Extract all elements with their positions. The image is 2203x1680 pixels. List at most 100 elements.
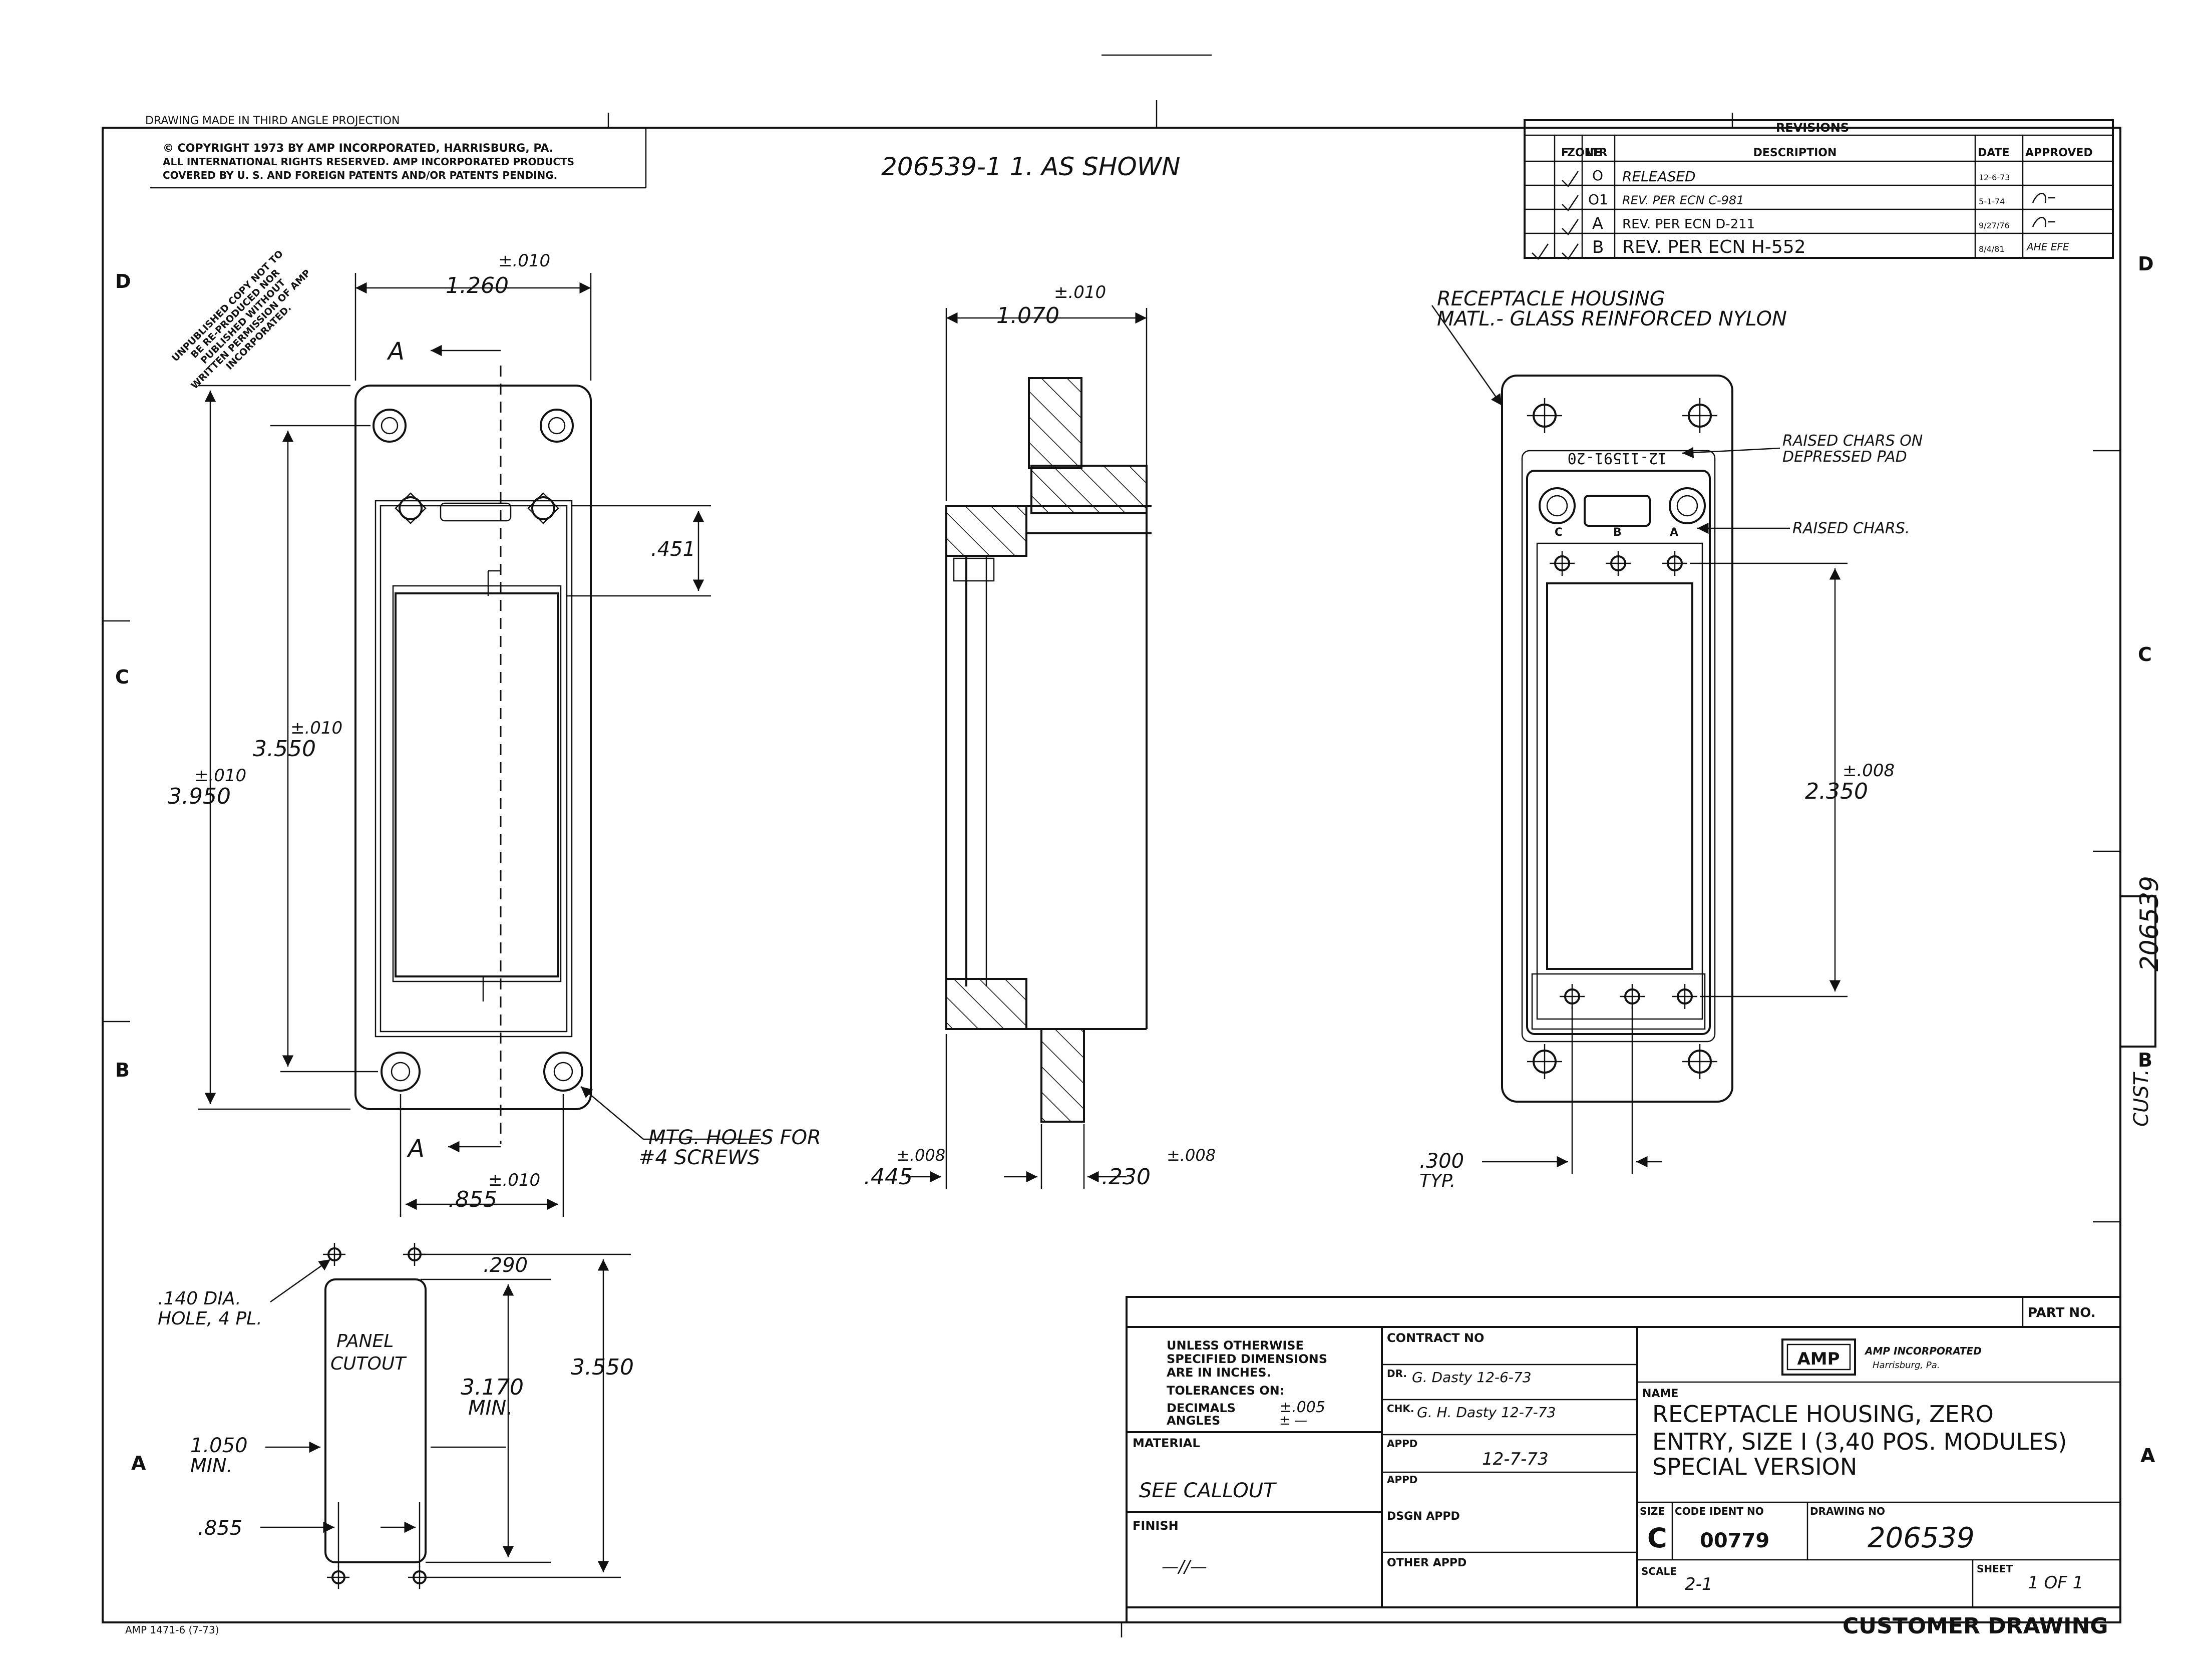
dim-451: .451 xyxy=(651,538,695,561)
title-name-line-3: SPECIAL VERSION xyxy=(1652,1453,1857,1480)
unpublished-stamp: UNPUBLISHED COPY NOT TO BE RE-PRODUCED N… xyxy=(170,248,313,392)
drawing-no-value: 206539 xyxy=(1868,1522,1975,1554)
approval-initials xyxy=(2032,217,2055,227)
dim-typ-value: .300 xyxy=(1419,1150,1464,1173)
dim-width: 1.260 xyxy=(446,273,509,298)
cutout-hole xyxy=(408,1566,431,1589)
cutout-hole xyxy=(327,1566,349,1589)
position-label-c: C xyxy=(1555,526,1563,539)
sheet-border xyxy=(102,54,2121,1637)
hole-note-2: HOLE, 4 PL. xyxy=(158,1308,262,1329)
hole-note-1: .140 DIA. xyxy=(158,1288,241,1309)
mounting-hole xyxy=(1527,398,1562,433)
sheet-value: 1 OF 1 xyxy=(2028,1573,2083,1593)
projection-note: DRAWING MADE IN THIRD ANGLE PROJECTION xyxy=(145,115,400,127)
dim-height-holes: 3.550 xyxy=(253,736,316,762)
receptacle-view: 12-11591-20 C B A RECEPTACLE HOUSING MAT… xyxy=(1419,287,1923,1191)
dim-height: 2.350 xyxy=(1805,779,1868,804)
zone-letters-right: D C B A xyxy=(2138,253,2155,1467)
zone-letter: A xyxy=(2140,1445,2155,1467)
dim-3550: 3.550 xyxy=(571,1355,634,1380)
contact-position xyxy=(1662,551,1687,576)
housing-title: RECEPTACLE HOUSING xyxy=(1437,287,1665,310)
dsgn-appd-label: DSGN APPD xyxy=(1387,1510,1460,1523)
housing-material: MATL.- GLASS REINFORCED NYLON xyxy=(1437,307,1787,330)
position-label-b: B xyxy=(1613,526,1622,539)
mounting-hole xyxy=(381,1052,421,1092)
contract-label: CONTRACT NO xyxy=(1387,1331,1484,1345)
title-name-line-1: RECEPTACLE HOUSING, ZERO xyxy=(1652,1401,1994,1428)
mtg-holes-note-1: MTG. HOLES FOR xyxy=(648,1126,821,1149)
rev-description: REV. PER ECN C-981 xyxy=(1622,193,1744,207)
zone-letter: B xyxy=(115,1059,130,1081)
form-number: AMP 1471-6 (7-73) xyxy=(125,1624,219,1636)
mounting-hole xyxy=(395,492,427,524)
rev-col-zone: ZONE xyxy=(1567,147,1601,159)
code-ident-value: 00779 xyxy=(1700,1529,1769,1552)
rev-row: O RELEASED 12-6-73 xyxy=(1592,167,2010,185)
section-mark-bottom: A xyxy=(407,1135,425,1163)
size-value: C xyxy=(1647,1522,1667,1554)
material-label: MATERIAL xyxy=(1133,1436,1200,1450)
section-mark-top: A xyxy=(387,338,405,366)
zone-letter: D xyxy=(115,270,131,292)
finish-value: —//— xyxy=(1162,1557,1207,1577)
rev-col-f: F xyxy=(1561,147,1569,159)
mounting-hole xyxy=(527,492,559,524)
size-label: SIZE xyxy=(1640,1505,1665,1517)
side-dim-top-tol: ±.010 xyxy=(1054,282,1106,302)
revisions-title: REVISIONS xyxy=(1776,121,1849,135)
mounting-hole xyxy=(373,409,407,443)
zone-letter: B xyxy=(2138,1049,2152,1071)
rev-description: REV. PER ECN D-211 xyxy=(1622,217,1755,232)
rev-date: 12-6-73 xyxy=(1979,173,2010,182)
rev-date: 9/27/76 xyxy=(1979,221,2010,230)
name-label: NAME xyxy=(1642,1388,1678,1400)
drawing-no-label: DRAWING NO xyxy=(1810,1505,1885,1517)
cutout-label-1: PANEL xyxy=(336,1331,394,1352)
zone-letter: D xyxy=(2138,253,2154,275)
angles-label: ANGLES xyxy=(1167,1414,1220,1428)
tolerance-line-2: SPECIFIED DIMENSIONS xyxy=(1167,1352,1327,1366)
revisions-table: REVISIONS F ZONE LTR DESCRIPTION DATE AP… xyxy=(1524,119,2114,260)
side-dim-top: 1.070 xyxy=(996,303,1059,328)
chk-signature: G. H. Dasty 12-7-73 xyxy=(1417,1404,1556,1421)
side-section-view: ±.010 1.070 ±.008 .445 ±.008 .230 xyxy=(864,282,1216,1190)
sheet-label: SHEET xyxy=(1977,1563,2013,1575)
rev-date: 5-1-74 xyxy=(1979,197,2005,206)
decimals-label: DECIMALS xyxy=(1167,1401,1236,1415)
dim-3170-label: MIN. xyxy=(468,1397,513,1420)
rev-col-approved: APPROVED xyxy=(2025,147,2093,159)
dim-height-outer: 3.950 xyxy=(168,784,231,809)
rev-ltr: O xyxy=(1592,167,1603,184)
rev-row: B REV. PER ECN H-552 8/4/81 AHE EFE xyxy=(1592,237,2069,257)
rev-row: O1 REV. PER ECN C-981 5-1-74 xyxy=(1588,191,2055,208)
material-value: SEE CALLOUT xyxy=(1139,1479,1277,1502)
tolerance-line-1: UNLESS OTHERWISE xyxy=(1167,1338,1304,1353)
dim-width-tol: ±.010 xyxy=(498,251,550,271)
part-no-label: PART NO. xyxy=(2028,1305,2096,1320)
unpublished-stamp-text: UNPUBLISHED COPY NOT TO BE RE-PRODUCED N… xyxy=(170,248,313,392)
scale-label: SCALE xyxy=(1641,1565,1677,1577)
mounting-hole xyxy=(540,409,574,443)
dim-typ-label: TYP. xyxy=(1419,1171,1455,1191)
customer-drawing-label: CUSTOMER DRAWING xyxy=(1843,1613,2108,1639)
company-logo: AMP xyxy=(1781,1338,1856,1376)
zone-letters-left: D C B A xyxy=(115,270,146,1474)
side-tab-cust: CUST. xyxy=(2130,1069,2153,1127)
mounting-hole xyxy=(543,1052,583,1092)
dim-height-holes-tol: ±.010 xyxy=(290,718,342,738)
tolerance-line-4: TOLERANCES ON: xyxy=(1167,1384,1284,1398)
rev-date: 8/4/81 xyxy=(1979,244,2005,254)
dim-bottom-tol: ±.010 xyxy=(488,1170,540,1190)
raised-chars-note-3: RAISED CHARS. xyxy=(1792,520,1910,537)
zone-letter: C xyxy=(115,666,129,688)
pad-text: 12-11591-20 xyxy=(1568,449,1667,467)
rev-description: RELEASED xyxy=(1622,168,1696,185)
appd2-label: APPD xyxy=(1387,1474,1417,1486)
rev-ltr: A xyxy=(1592,214,1603,233)
rev-ltr: B xyxy=(1592,237,1604,257)
polarizing-post xyxy=(1539,487,1576,524)
dim-bottom: .855 xyxy=(448,1187,497,1212)
